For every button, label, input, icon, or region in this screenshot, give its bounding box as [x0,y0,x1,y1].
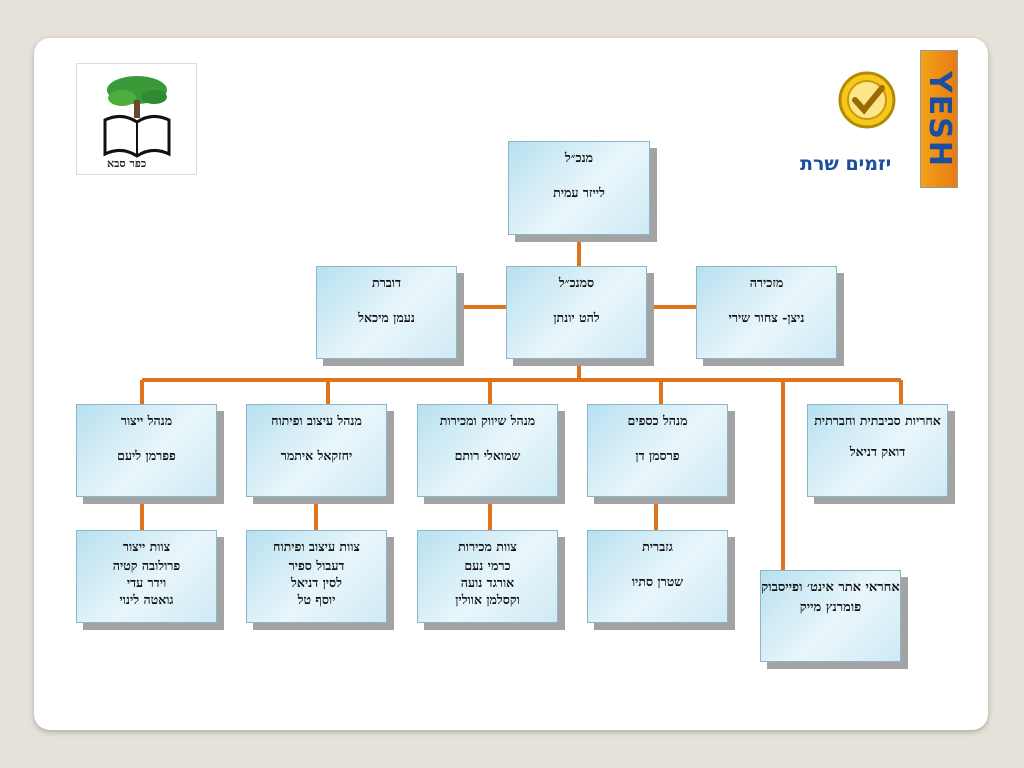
web-title: אחראי אתר אינט׳ ופייסבוק [761,580,900,595]
marketing-name: שמואלי רותם [454,447,521,463]
sales-team-member: אורגד נועה [460,574,515,590]
org-box-deputy: סמנכ״ל להט יונתן [506,266,647,359]
school-logo-caption: כפר סבא [107,157,147,170]
production-name: פפרמן ליעם [117,447,176,463]
org-box-treasury: גזברית שטרן סתיו [587,530,728,623]
org-box-finance-manager: מנהל כספים פרסמן דן [587,404,728,497]
org-box-design-manager: מנהל עיצוב ופיתוח יחזקאל איתמר [246,404,387,497]
design-team-member: לסין דניאל [290,574,342,590]
org-box-secretary: מזכירה ניצן- צחור שירי [696,266,837,359]
org-box-marketing-manager: מנהל שיווק ומכירות שמואלי רותם [417,404,558,497]
ceo-title: מנכ״ל [564,150,594,165]
design-team-members: דעבול ספיר לסין דניאל יוסף טל [247,558,386,609]
yazamim-caption: יזמים שרת [800,153,892,175]
finance-title: מנהל כספים [627,413,688,428]
production-team-member: גואטה לינוי [119,591,174,607]
production-team-members: פרולובה קטיה וידר עדי גואטה לינוי [77,558,216,609]
org-box-sales-team: צוות מכירות כרמי נעם אורגד נועה וקסלמן א… [417,530,558,623]
production-team-member: וידר עדי [126,574,167,590]
marketing-title: מנהל שיווק ומכירות [439,413,536,428]
org-box-environmental: אחריות סביבתית וחברתית דואק דניאל [807,404,948,497]
school-logo-graphic [103,76,171,158]
treasury-title: גזברית [642,539,673,554]
design-team-member: יוסף טל [297,591,336,607]
environmental-name: דואק דניאל [849,443,906,459]
production-title: מנהל ייצור [120,413,173,428]
production-team-title: צוות ייצור [122,539,171,554]
checkmark-icon [838,71,896,129]
ceo-name: לייזר עמית [553,184,605,200]
sales-team-member: כרמי נעם [464,557,511,573]
org-box-design-team: צוות עיצוב ופיתוח דעבול ספיר לסין דניאל … [246,530,387,623]
sales-team-member: וקסלמן אוולין [455,591,520,607]
design-title: מנהל עיצוב ופיתוח [271,413,362,428]
sales-team-title: צוות מכירות [458,539,517,554]
environmental-title: אחריות סביבתית וחברתית [814,413,941,428]
production-team-member: פרולובה קטיה [112,557,181,573]
design-team-member: דעבול ספיר [288,557,345,573]
org-box-production-team: צוות ייצור פרולובה קטיה וידר עדי גואטה ל… [76,530,217,623]
design-team-title: צוות עיצוב ופיתוח [273,539,360,554]
sales-team-members: כרמי נעם אורגד נועה וקסלמן אוולין [418,558,557,609]
spokesperson-name: נעמן מיכאל [358,309,415,325]
deputy-name: להט יונתן [553,309,600,325]
school-logo: כפר סבא [76,63,197,175]
org-box-ceo: מנכ״ל לייזר עמית [508,141,650,235]
web-name: פומרנץ מייק [799,599,862,615]
secretary-name: ניצן- צחור שירי [728,309,805,325]
treasury-name: שטרן סתיו [631,573,684,589]
deputy-title: סמנכ״ל [558,275,595,290]
org-box-production-manager: מנהל ייצור פפרמן ליעם [76,404,217,497]
org-box-web-manager: אחראי אתר אינט׳ ופייסבוק פומרנץ מייק [760,570,901,662]
design-name: יחזקאל איתמר [280,447,353,463]
secretary-title: מזכירה [749,275,784,290]
finance-name: פרסמן דן [635,447,680,463]
org-box-spokesperson: דוברת נעמן מיכאל [316,266,457,359]
spokesperson-title: דוברת [372,275,401,290]
yesh-vertical-logo: YESH [920,50,958,188]
